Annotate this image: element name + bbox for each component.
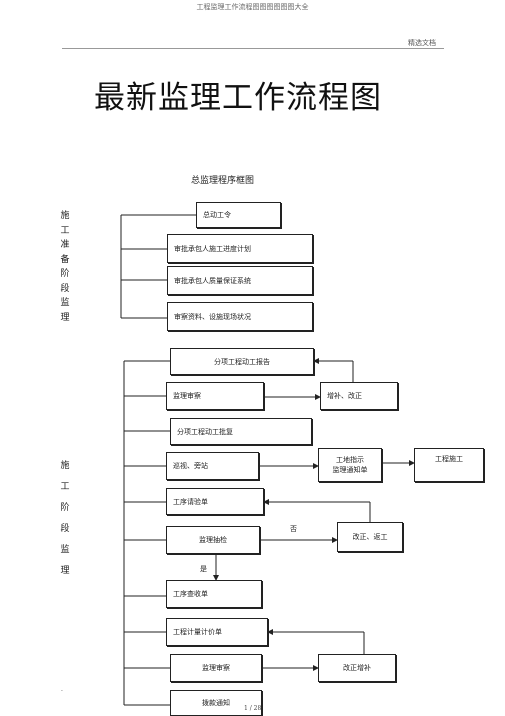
supplement-correct-box: 增补、改正 bbox=[320, 382, 398, 410]
supervisor-review-box: 监理审察 bbox=[166, 382, 264, 410]
page-number: 1 / 28 bbox=[244, 705, 262, 712]
stray-dot: . bbox=[61, 686, 63, 693]
site-instruction-line2: 监理通知单 bbox=[332, 466, 368, 474]
construction-box: 工程施工 bbox=[414, 448, 484, 482]
review-quality-box: 审批承包人质量保证系统 bbox=[167, 266, 313, 295]
process-inspection-box: 工序请验单 bbox=[166, 488, 264, 515]
header-divider bbox=[62, 48, 444, 49]
rectify-rework-box: 改正、返工 bbox=[337, 522, 403, 552]
patrol-station-box: 巡视、旁站 bbox=[166, 452, 259, 480]
yes-label: 是 bbox=[200, 565, 207, 573]
supervisor-review-2-box: 监理审察 bbox=[170, 654, 262, 682]
review-schedule-box: 审批承包人施工进度计划 bbox=[167, 234, 313, 263]
payment-notice-box: 拨款通知 bbox=[170, 690, 262, 716]
start-order-box: 总动工令 bbox=[196, 202, 281, 228]
measurement-box: 工程计量计价单 bbox=[166, 618, 268, 646]
subitem-approval-box: 分项工程动工批复 bbox=[170, 418, 312, 445]
construction-phase-label: 施 工 阶 段 监 理 bbox=[60, 461, 70, 576]
site-instruction-line1: 工地指示 bbox=[336, 455, 364, 464]
prep-phase-label: 施 工 准 备 阶 段 监 理 bbox=[60, 211, 70, 323]
diagram-title: 总监理程序框图 bbox=[191, 176, 255, 186]
site-instruction-box: 工地指示 监理通知单 bbox=[318, 448, 382, 482]
process-acceptance-box: 工序查收单 bbox=[166, 580, 262, 608]
subitem-report-box: 分项工程动工报告 bbox=[170, 348, 314, 375]
review-data-box: 审察资料、设施现场状况 bbox=[167, 302, 313, 331]
no-label: 否 bbox=[290, 525, 297, 533]
correct-supplement-box: 改正增补 bbox=[318, 654, 396, 682]
page-title: 最新监理工作流程图 bbox=[94, 80, 382, 116]
document-header-title: 工程监理工作流程图图图图图图大全 bbox=[196, 3, 309, 11]
spot-check-box: 监理抽检 bbox=[166, 526, 260, 554]
header-right-label: 精选文档 bbox=[408, 39, 436, 47]
